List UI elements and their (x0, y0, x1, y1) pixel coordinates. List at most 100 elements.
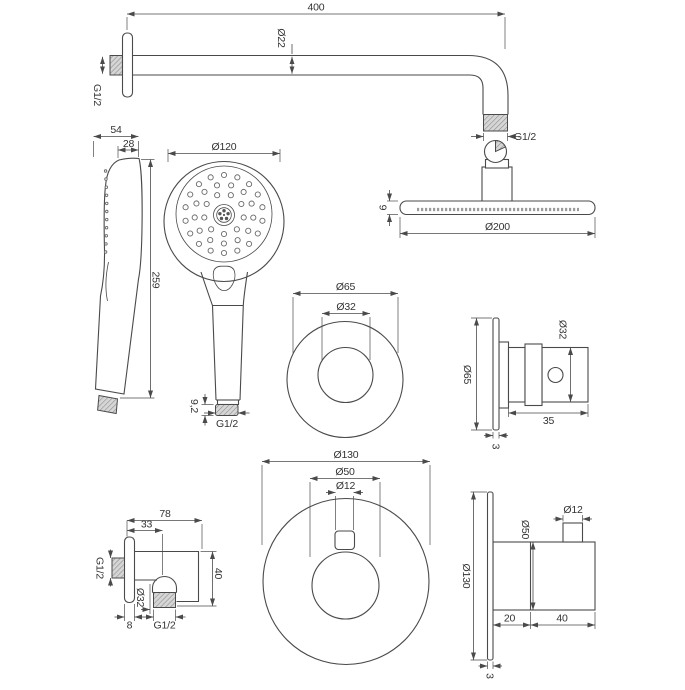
nozzle-dot (246, 181, 253, 188)
nozzle-dot (187, 230, 194, 237)
arm-end-thread (483, 114, 508, 132)
dim-outlet-height: 40 (212, 568, 224, 580)
dim-handshower-thread: G1/2 (216, 418, 238, 430)
nozzle-dot (104, 177, 108, 181)
nozzle-dot (201, 214, 208, 221)
nozzle-dot (104, 193, 109, 198)
nozzle-dot (207, 174, 214, 181)
nozzle-dot (234, 237, 241, 244)
side-nozzle-dots (103, 169, 109, 254)
nozzle-dot (220, 249, 228, 257)
dim-stopvalve-plate: Ø65 (461, 365, 473, 385)
nozzle-dot (245, 227, 252, 234)
shower-arm-tube (132, 54, 509, 115)
outlet-dome (151, 575, 178, 593)
spray-face (175, 165, 273, 263)
dim-outlet-inlet-thread: G1/2 (94, 557, 106, 579)
handle-right-edge (239, 271, 249, 401)
wall-outlet-elbow-view: 78 33 G1/2 Ø32 40 8 G1/2 (94, 508, 225, 632)
nozzle-dot (195, 181, 202, 188)
nozzle-dot (207, 237, 214, 244)
nozzle-dot (259, 204, 266, 211)
nozzle-dot (207, 247, 214, 254)
dim-arm-tube-diameter: Ø22 (275, 28, 287, 48)
stopvalve-sleeve (498, 341, 510, 409)
overhead-shower-disc (399, 200, 596, 216)
nozzle-dot (214, 192, 221, 199)
nozzle-dot (182, 204, 189, 211)
hand-shower-side-view: 54 28 259 (93, 124, 162, 415)
nozzle-dot (254, 191, 261, 198)
nozzle-dot (182, 217, 189, 224)
nozzle-dot (105, 209, 109, 214)
nozzle-dot (218, 211, 222, 216)
dim-handshower-thread-length: 9,2 (188, 399, 200, 413)
nozzle-dot (187, 191, 194, 198)
nozzle-dot (104, 242, 108, 246)
nozzle-dot (234, 174, 241, 181)
dim-stopvalve-depth: 35 (543, 415, 555, 427)
nozzle-dot (195, 240, 202, 247)
nozzle-dot (233, 226, 240, 233)
dim-handshower-length: 259 (150, 272, 162, 289)
outlet-flange (123, 536, 136, 604)
nozzle-dot (220, 230, 228, 238)
hand-shower-head-outline (163, 160, 285, 283)
nozzle-dot (226, 211, 230, 216)
nozzle-dot (104, 225, 109, 230)
dim-thermoside-pin: Ø12 (563, 504, 583, 516)
handle-lever (105, 261, 109, 302)
dim-outlet-body-diameter: Ø32 (134, 588, 146, 608)
nozzle-dot (248, 200, 255, 207)
dim-arm-wall-thread: G1/2 (91, 84, 103, 106)
ceiling-arm-shower-view: 400 Ø22 G1/2 G1/2 9 Ø200 (91, 2, 596, 238)
nozzle-dot (220, 171, 228, 179)
dim-handshower-head-depth: 28 (123, 138, 135, 150)
nozzle-dot (240, 214, 247, 221)
outlet-inlet-nipple (111, 557, 125, 579)
hand-shower-front-view: Ø120 9,2 G1/2 (163, 141, 285, 430)
stopvalve-ring (524, 343, 543, 407)
dim-escutcheon-outer: Ø65 (336, 281, 356, 293)
nozzle-dot (103, 169, 108, 173)
handle-thread-side (97, 394, 119, 415)
dim-thermostat-pin: Ø12 (336, 480, 356, 492)
handle-thread-front (215, 404, 239, 416)
outlet-thread (153, 592, 176, 608)
dim-outlet-thread: G1/2 (154, 620, 176, 632)
dim-stopvalve-body: Ø32 (557, 320, 569, 340)
dim-thermoside-plate-thickness: 3 (484, 673, 496, 679)
arm-wall-flange (121, 32, 134, 98)
wall-thread-nipple (109, 55, 124, 76)
nozzle-dot (227, 192, 234, 199)
nozzle-dot (250, 214, 257, 221)
dim-thermoside-depth-inner: 20 (504, 613, 516, 625)
nozzle-dot (238, 200, 245, 208)
nozzle-dot (224, 216, 229, 221)
stop-valve-side-view: Ø65 Ø32 35 3 (461, 317, 589, 450)
dim-handshower-diameter: Ø120 (212, 141, 237, 153)
spray-nozzle-pattern (182, 171, 266, 257)
nozzle-dot (254, 230, 261, 237)
nozzle-dot (222, 213, 226, 217)
round-escutcheon-front-view: Ø65 Ø32 (286, 281, 404, 439)
nozzle-dot (222, 209, 226, 213)
mode-button (212, 265, 236, 292)
escutcheon-outer-circle (286, 320, 404, 439)
dim-head-height: 9 (377, 205, 389, 211)
dim-thermoside-depth-outer: 40 (556, 613, 568, 625)
stopvalve-button (547, 366, 564, 384)
hand-shower-profile (94, 157, 143, 395)
dim-handshower-depth: 54 (110, 124, 122, 136)
dim-thermoside-plate: Ø130 (460, 564, 472, 589)
center-jet-dots (218, 209, 230, 221)
nozzle-dot (219, 216, 224, 221)
nozzle-dot (104, 234, 109, 238)
outlet-body (134, 550, 200, 603)
thermoside-plate (486, 491, 494, 661)
nozzle-dot (105, 217, 109, 222)
thermoside-body (492, 541, 596, 611)
dim-thermostat-plate: Ø130 (334, 449, 359, 461)
